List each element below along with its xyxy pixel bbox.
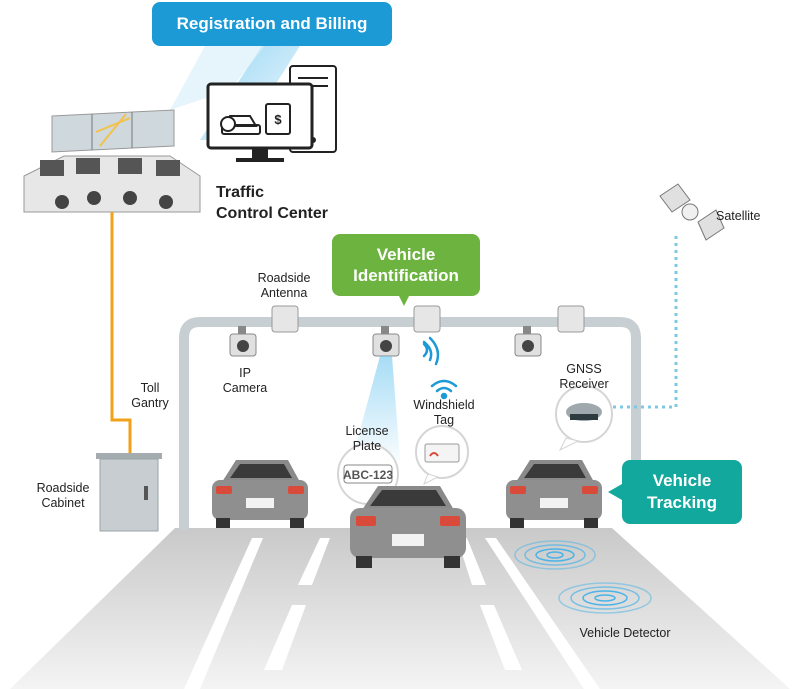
tracking-pointer [608, 484, 622, 500]
tag-wave-icon [430, 379, 458, 400]
windshield-tag-bubble [415, 425, 469, 486]
road [10, 528, 790, 689]
ip-camera-left [229, 326, 257, 357]
traffic-control-center-label: Traffic Control Center [216, 184, 328, 222]
gnss-link [602, 236, 678, 409]
satellite-icon [659, 183, 725, 241]
ip-camera-label: IP Camera [222, 366, 268, 395]
vehicle-tracking-line1: Vehicle [652, 471, 712, 490]
license-plate-label: License Plate [345, 424, 389, 453]
toll-gantry-label: Toll Gantry [131, 381, 169, 410]
antenna-wave-icon [422, 342, 429, 358]
license-plate-number: ABC-123 [342, 468, 393, 482]
vehicle-identification-pill: Vehicle Identification [332, 234, 480, 296]
lane-marking-right [485, 538, 600, 689]
lane-marking-left [184, 538, 263, 689]
identification-pointer [398, 294, 410, 306]
windshield-tag-label: Windshield Tag [413, 398, 475, 427]
toll-gantry [179, 305, 641, 530]
cable-line [110, 212, 132, 455]
roadside-antenna-label: Roadside Antenna [257, 271, 311, 300]
camera-beam [352, 356, 400, 460]
vehicle-tracking-pill: Vehicle Tracking [622, 460, 742, 524]
satellite-label: Satellite [716, 209, 761, 223]
gnss-receiver-label: GNSS Receiver [559, 362, 609, 391]
car-right [506, 460, 602, 528]
vehicle-identification-line1: Vehicle [376, 245, 436, 264]
gnss-receiver-bubble [555, 385, 613, 452]
ip-camera-right [514, 326, 542, 357]
svg-text:$: $ [274, 112, 282, 127]
roadside-cabinet [96, 453, 162, 532]
ip-camera-center [372, 326, 400, 357]
vehicle-tracking-line2: Tracking [647, 493, 717, 512]
vehicle-detector-rings [514, 540, 652, 614]
billing-computer: $ [206, 65, 337, 162]
roadside-cabinet-label: Roadside Cabinet [36, 481, 90, 510]
car-left [212, 460, 308, 528]
vehicle-identification-line2: Identification [353, 266, 459, 285]
control-center [23, 109, 201, 213]
registration-billing-pill: Registration and Billing [152, 2, 392, 46]
car-center [350, 486, 466, 568]
vehicle-detector-label: Vehicle Detector [579, 626, 671, 640]
